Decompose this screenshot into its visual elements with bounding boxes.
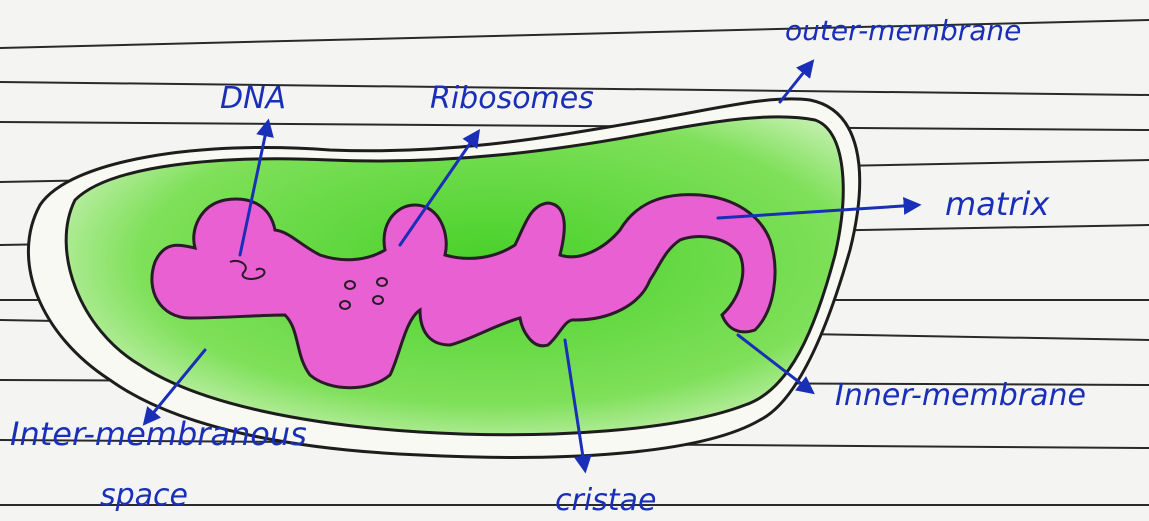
matrix-label: matrix xyxy=(945,185,1050,223)
intermembranous-label-line2: space xyxy=(100,478,188,513)
outer-membrane-label: outer-membrane xyxy=(785,14,1021,47)
outer-membrane-arrow xyxy=(780,62,812,102)
inner-membrane-label: Inner-membrane xyxy=(835,378,1086,413)
ribosomes-label: Ribosomes xyxy=(430,81,594,116)
cristae-label: cristae xyxy=(555,483,656,518)
dna-label: DNA xyxy=(220,81,286,116)
intermembranous-label-line1: Inter-membranous xyxy=(10,415,307,453)
